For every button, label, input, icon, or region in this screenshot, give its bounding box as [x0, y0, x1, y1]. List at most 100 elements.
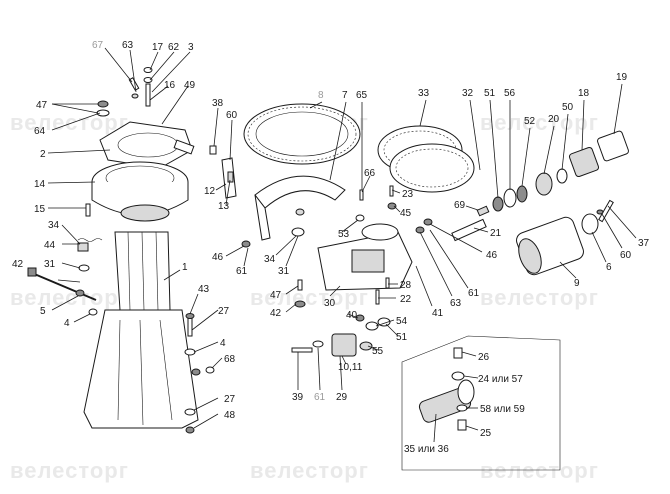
arch-leg [254, 194, 271, 241]
base-frame [83, 309, 199, 429]
leader [463, 375, 479, 379]
callout-61b: 61 [468, 288, 480, 299]
callout-17: 17 [152, 42, 164, 53]
callout-4b: 4 [220, 338, 226, 349]
nut-46b [423, 218, 433, 226]
leader [465, 205, 479, 211]
leader [429, 229, 469, 289]
pin-38 [209, 145, 217, 155]
callout-labels: 67 63 17 62 3 16 49 47 64 2 14 15 34 44 … [12, 40, 650, 455]
center-assembly [209, 103, 433, 357]
leader [47, 149, 111, 154]
leader [469, 99, 481, 171]
washer-53 [355, 214, 365, 222]
callout-9: 9 [574, 278, 580, 289]
callout-63: 63 [122, 40, 134, 51]
leader [391, 189, 401, 194]
leader [275, 235, 297, 256]
pin-23 [389, 185, 394, 197]
bearing-18 [568, 146, 600, 178]
bolt-47b [297, 279, 303, 291]
callout-68: 68 [224, 354, 236, 365]
pin-28 [385, 277, 390, 289]
arch-bracket-7 [254, 175, 346, 209]
leader [543, 125, 555, 175]
leader [193, 341, 219, 353]
callout-5: 5 [40, 306, 46, 317]
callout-3: 3 [188, 42, 194, 53]
leader [193, 413, 219, 429]
bolt-16 [145, 83, 151, 107]
callout-58-59: 58 или 59 [480, 404, 525, 415]
yoke-body [351, 249, 385, 273]
bolt-39 [291, 347, 313, 353]
watermark-text: велесторг [480, 110, 599, 135]
callout-4: 4 [64, 318, 70, 329]
watermark-text: велесторг [10, 458, 129, 483]
leader [361, 175, 371, 193]
leader [329, 285, 341, 297]
leader [429, 223, 483, 253]
callout-64: 64 [34, 126, 46, 137]
leader [521, 127, 531, 187]
callout-53: 53 [338, 229, 350, 240]
callout-34: 34 [48, 220, 60, 231]
leader [465, 425, 479, 431]
callout-56: 56 [504, 88, 516, 99]
leader [341, 355, 347, 365]
callout-30: 30 [324, 298, 336, 309]
callout-46: 46 [212, 252, 224, 263]
leader [51, 112, 101, 131]
callout-66: 66 [364, 168, 376, 179]
motor-flange [518, 238, 542, 274]
callout-21: 21 [490, 228, 502, 239]
leader [193, 397, 219, 411]
motor-assembly [516, 199, 614, 276]
watermark-layer: велесторг велесторг велесторг велесторг … [10, 110, 599, 483]
callout-61c: 61 [314, 392, 326, 403]
seal-50 [556, 168, 568, 184]
callout-61: 61 [236, 266, 248, 277]
fitting-25 [457, 419, 467, 431]
callout-43: 43 [198, 284, 210, 295]
ring-52 [516, 185, 528, 203]
bolt-43 [187, 317, 193, 337]
callout-27: 27 [218, 306, 230, 317]
callout-35-36: 35 или 36 [404, 444, 449, 455]
callout-40: 40 [346, 310, 358, 321]
watermark-text: велесторг [480, 458, 599, 483]
callout-27b: 27 [224, 394, 236, 405]
hydraulic-motor-inset [401, 335, 561, 471]
watermark-text: велесторг [250, 458, 369, 483]
leader [367, 345, 379, 351]
callout-67: 67 [92, 40, 104, 51]
gear-ring-8 [243, 103, 361, 165]
leader [461, 351, 477, 357]
leader [225, 179, 231, 206]
washer-4b [184, 348, 196, 356]
spring-44 [77, 238, 103, 242]
leader [243, 247, 249, 267]
clamp-lever [173, 139, 195, 155]
callout-60b: 60 [620, 250, 632, 261]
callout-46b: 46 [486, 250, 498, 261]
nut-63b [415, 226, 425, 234]
leader [433, 413, 437, 443]
fitting-26 [453, 347, 463, 359]
leader [341, 219, 359, 233]
callout-51: 51 [396, 332, 408, 343]
bearing-balls-2 [395, 148, 469, 188]
callout-63b: 63 [450, 298, 462, 309]
callout-19: 19 [616, 72, 628, 83]
leader [559, 261, 577, 279]
leader [339, 355, 343, 391]
callout-34b: 34 [264, 254, 276, 265]
leader [57, 279, 81, 283]
nut-48 [185, 426, 195, 434]
leader [149, 51, 159, 71]
leader [607, 205, 637, 239]
leader [229, 119, 233, 161]
bolt-37 [598, 199, 614, 223]
leader [285, 285, 299, 295]
spacer-13 [227, 171, 234, 183]
